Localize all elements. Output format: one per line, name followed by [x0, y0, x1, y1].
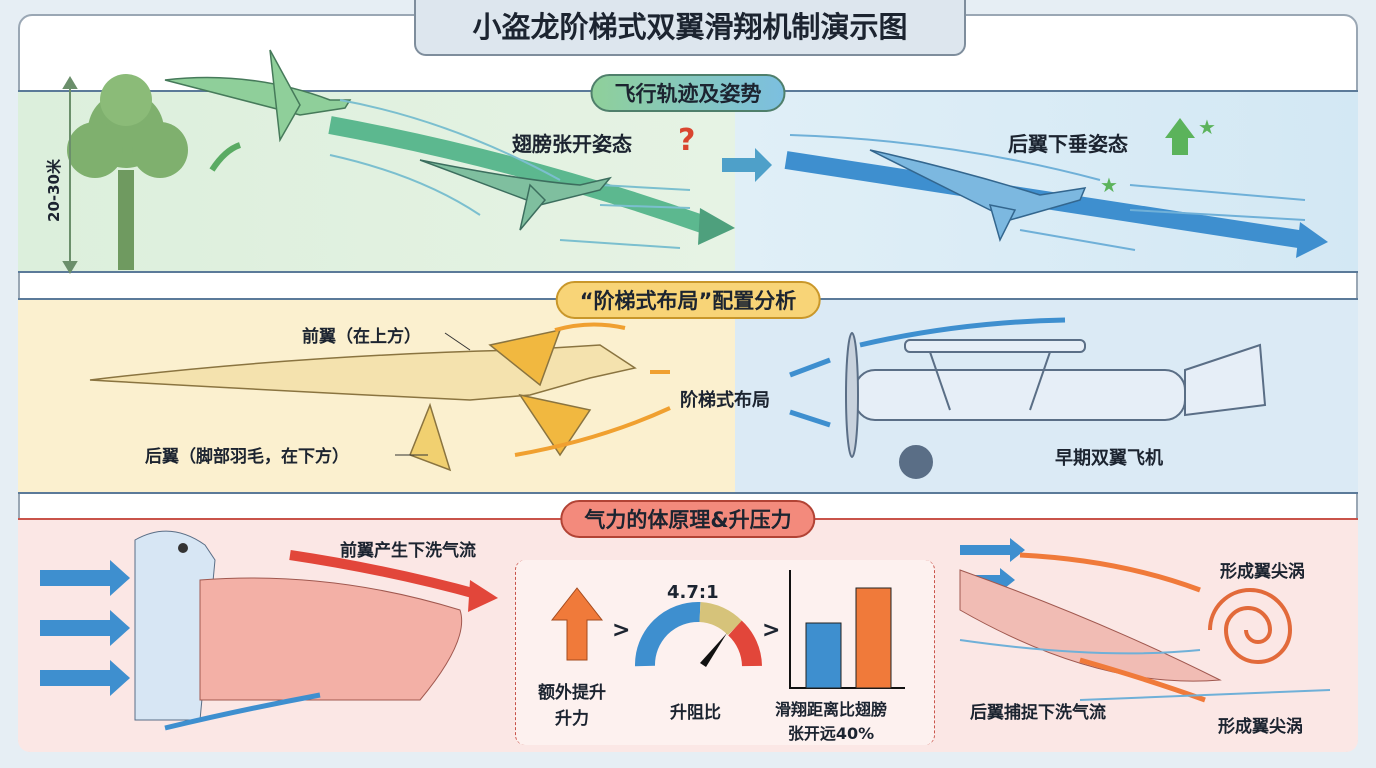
dinosaur-spread-wing-icon [419, 159, 613, 231]
vortex-top-label: 形成翼尖涡 [1220, 562, 1305, 582]
downwash-capture-label: 后翼捕捉下洗气流 [970, 703, 1106, 723]
star-icon: ★ [1198, 115, 1216, 139]
fore-wing-label: 前翼（在上方） [302, 327, 421, 347]
star-icon: ★ [1100, 173, 1118, 197]
airflow-arrows-blue [789, 317, 1066, 428]
gauge-icon [635, 601, 762, 667]
height-arrow-icon [62, 76, 78, 274]
incoming-airflow-arrows [40, 560, 130, 696]
lift-up-arrow-icon [550, 587, 604, 661]
lift-label-line2: 升力 [555, 709, 589, 729]
biplane-icon [845, 332, 1267, 479]
downwash-arrow-red [289, 550, 482, 600]
downwash-label: 前翼产生下洗气流 [340, 541, 476, 561]
airflow-arrows-orange [514, 322, 671, 457]
vortex-bottom-label: 形成翼尖涡 [1218, 717, 1303, 737]
bar-spread-wing [805, 622, 842, 689]
lift-drag-ratio-value: 4.7:1 [667, 582, 719, 603]
greater-than-2: > [762, 618, 781, 643]
takeoff-arrow-icon [209, 142, 242, 172]
section-header-layout: “阶梯式布局”配置分析 [555, 281, 821, 319]
drooped-wing-caption: 后翼下垂姿态 [1008, 132, 1128, 156]
glide-label-line1: 滑翔距离比翅膀 [775, 700, 888, 719]
lift-drag-ratio-label: 升阻比 [670, 703, 721, 723]
fore-wing-leader [444, 332, 471, 351]
trajectory-arrow-green [328, 116, 708, 234]
tree-icon [67, 74, 188, 270]
lift-label-line1: 额外提升 [538, 683, 606, 703]
section-header-flight: 飞行轨迹及姿势 [590, 74, 786, 112]
dinosaur-drooped-wing-icon [869, 149, 1087, 243]
up-arrow-icon [1165, 118, 1195, 155]
microraptor-icon [89, 328, 637, 472]
transition-arrow-icon [722, 148, 772, 182]
bar-drooped-wing [855, 587, 892, 689]
height-label: 20-30米 [44, 159, 63, 222]
glide-distance-bar-chart [789, 570, 905, 689]
lower-airflow-arrow [164, 692, 321, 731]
page-title: 小盗龙阶梯式双翼滑翔机制演示图 [414, 0, 966, 56]
question-mark-icon: ? [678, 123, 695, 158]
greater-than-1: > [612, 618, 631, 643]
section-header-aerodynamics: 气力的体原理&升压力 [560, 500, 816, 538]
vortex-spiral-icon [1208, 588, 1293, 664]
glide-distance-label: 滑翔距离比翅膀张开远40% [775, 698, 887, 746]
airflow-lines [329, 99, 691, 249]
spread-wing-caption: 翅膀张开姿态 [512, 132, 632, 156]
dinosaur-gliding-icon [164, 49, 352, 143]
wing-closeup-icon [134, 530, 463, 721]
lift-label: 额外提升升力 [538, 680, 606, 732]
biplane-label: 早期双翼飞机 [1055, 448, 1163, 469]
glide-label-line2: 张开远40% [787, 724, 875, 743]
staggered-layout-label: 阶梯式布局 [680, 390, 770, 411]
hind-wing-label: 后翼（脚部羽毛，在下方） [145, 447, 349, 467]
